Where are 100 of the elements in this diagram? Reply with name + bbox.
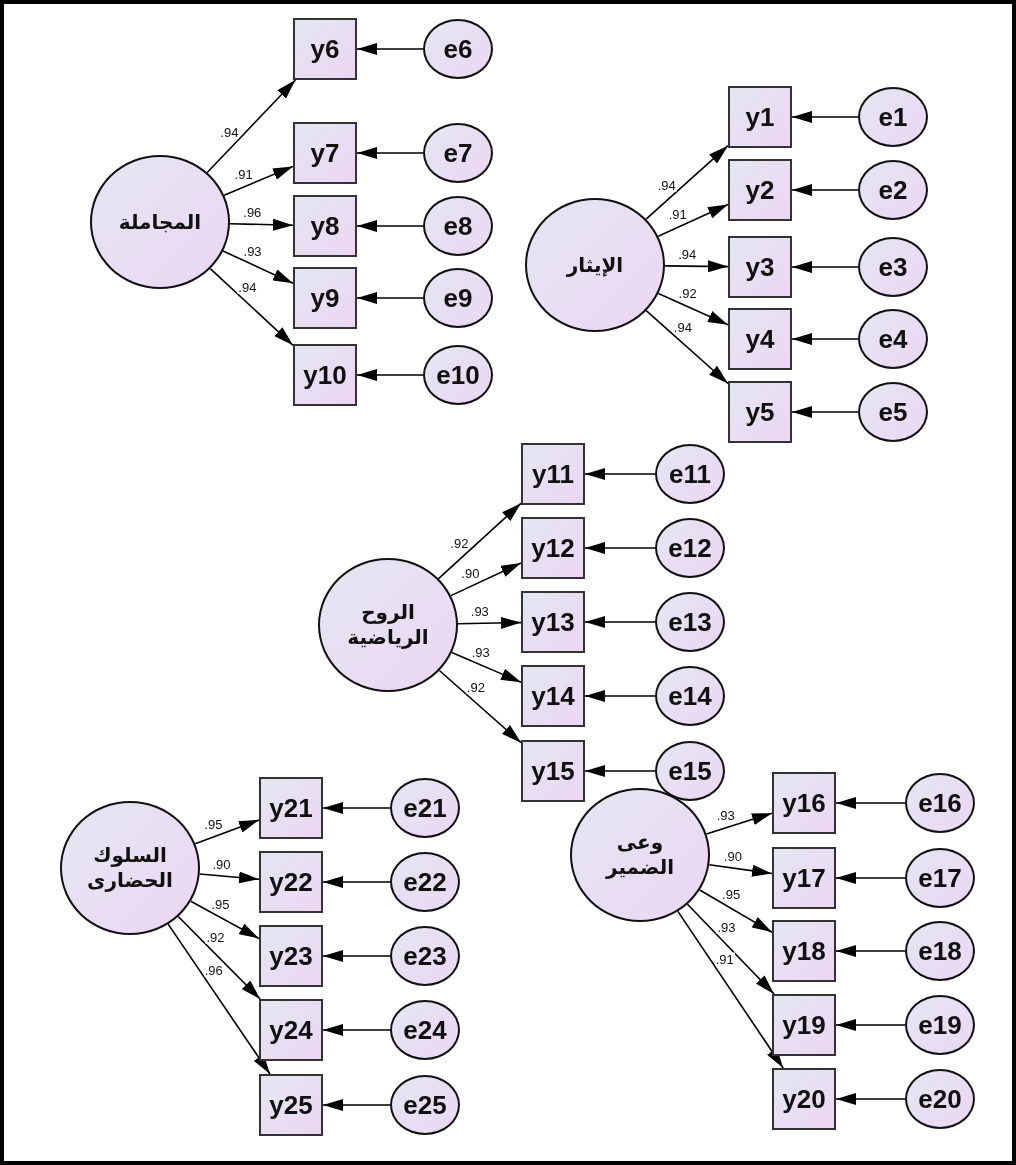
- arrow: [835, 872, 906, 884]
- edge-label: .94: [237, 280, 258, 294]
- variable-label: e15: [668, 754, 712, 788]
- variable-label: e10: [436, 358, 480, 392]
- edge-label: .94: [219, 125, 240, 139]
- variable-label: y8: [310, 209, 340, 243]
- arrow: [356, 220, 424, 232]
- edge-label: .93: [469, 604, 490, 618]
- variable-label: y4: [745, 322, 775, 356]
- edge-label: .93: [716, 920, 737, 934]
- variable-label: e23: [403, 939, 447, 973]
- variable-label: y22: [269, 865, 313, 899]
- arrow: [206, 79, 297, 174]
- variable-label: المجاملة: [118, 209, 202, 235]
- indicator-box: [293, 122, 357, 184]
- edge-label: .91: [714, 952, 735, 966]
- variable-label: الإيثار: [566, 252, 624, 278]
- arrow: [190, 900, 260, 940]
- arrow: [438, 669, 522, 744]
- variable-label: e2: [878, 173, 908, 207]
- arrow: [686, 903, 775, 995]
- variable-label: e17: [918, 861, 962, 895]
- arrow: [457, 616, 522, 629]
- indicator-box: [728, 86, 792, 148]
- indicator-box: [772, 847, 836, 909]
- variable-label: y21: [269, 791, 313, 825]
- variable-label: e11: [669, 457, 711, 491]
- variable-label: e7: [443, 136, 473, 170]
- variable-label: y25: [269, 1088, 313, 1122]
- edge-label: .96: [242, 205, 263, 219]
- indicator-box: [772, 1068, 836, 1130]
- arrow: [677, 910, 784, 1069]
- arrow: [194, 819, 260, 845]
- variable-label: y18: [782, 934, 826, 968]
- arrow: [322, 950, 391, 962]
- variable-label: e19: [918, 1008, 962, 1042]
- indicator-box: [259, 777, 323, 839]
- variable-label: y5: [745, 395, 775, 429]
- variable-label: e22: [403, 865, 447, 899]
- edge-label: .92: [465, 680, 486, 694]
- indicator-box: [293, 195, 357, 257]
- arrow: [322, 802, 391, 814]
- arrow: [177, 915, 261, 1000]
- variable-label: y19: [782, 1008, 826, 1042]
- variable-label: y7: [310, 136, 340, 170]
- variable-label: السلوك الحضارى: [86, 843, 174, 893]
- variable-label: e21: [403, 791, 447, 825]
- variable-label: e13: [668, 605, 712, 639]
- indicator-box: [728, 381, 792, 443]
- variable-label: y3: [745, 250, 775, 284]
- variable-label: y9: [310, 281, 340, 315]
- edge-label: .93: [470, 645, 491, 659]
- variable-label: y1: [745, 100, 775, 134]
- arrow: [222, 250, 294, 285]
- indicator-box: [521, 665, 585, 727]
- indicator-box: [521, 591, 585, 653]
- arrow: [791, 406, 859, 418]
- arrow: [645, 144, 729, 220]
- variable-label: e25: [403, 1088, 447, 1122]
- edge-label: .92: [677, 286, 698, 300]
- arrow: [705, 812, 773, 835]
- arrow: [698, 889, 773, 934]
- arrow: [791, 184, 859, 196]
- arrow: [791, 333, 859, 345]
- variable-label: وعى الضمير: [604, 830, 676, 880]
- variable-label: y11: [532, 457, 574, 491]
- indicator-box: [728, 236, 792, 298]
- indicator-box: [259, 851, 323, 913]
- arrow: [356, 369, 424, 381]
- arrow: [645, 309, 729, 385]
- arrow: [835, 797, 906, 809]
- edge-label: .90: [211, 857, 232, 871]
- arrow: [835, 1019, 906, 1031]
- variable-label: e5: [878, 395, 908, 429]
- arrow: [322, 1099, 391, 1111]
- variable-label: y17: [782, 861, 826, 895]
- indicator-box: [728, 308, 792, 370]
- arrow: [198, 871, 260, 884]
- variable-label: y20: [782, 1082, 826, 1116]
- variable-label: y2: [745, 173, 775, 207]
- variable-label: y23: [269, 939, 313, 973]
- arrow: [356, 147, 424, 159]
- variable-label: e18: [918, 934, 962, 968]
- indicator-box: [259, 999, 323, 1061]
- indicator-box: [293, 344, 357, 406]
- arrow: [450, 562, 522, 597]
- variable-label: e9: [443, 281, 473, 315]
- indicator-box: [521, 517, 585, 579]
- edge-label: .94: [656, 178, 677, 192]
- variable-label: e3: [878, 250, 908, 284]
- variable-label: e12: [668, 531, 712, 565]
- edge-label: .90: [722, 849, 743, 863]
- arrow: [657, 203, 729, 238]
- edge-label: .93: [715, 808, 736, 822]
- edge-label: .94: [672, 320, 693, 334]
- edge-label: .90: [460, 566, 481, 580]
- edge-label: .95: [210, 897, 231, 911]
- edge-label: .93: [242, 244, 263, 258]
- arrow: [791, 111, 859, 123]
- variable-label: e6: [443, 32, 473, 66]
